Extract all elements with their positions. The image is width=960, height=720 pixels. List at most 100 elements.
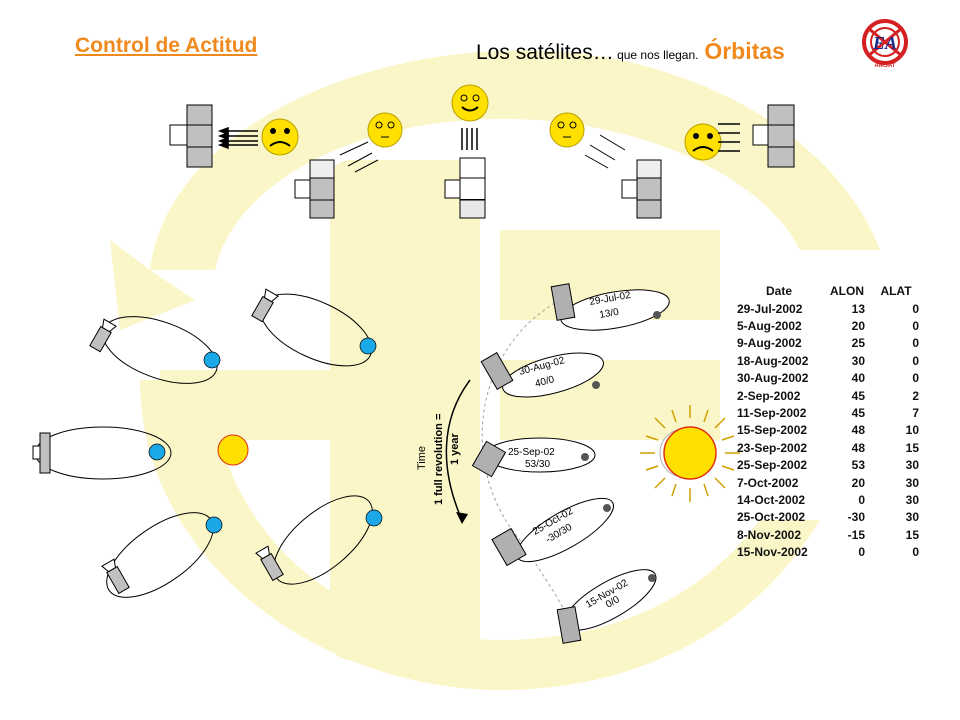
sun-icon [640, 405, 740, 502]
cell-alon: 53 [851, 458, 865, 473]
orbit-label-2-angles: 40/0 [534, 374, 556, 390]
spacecraft-3 [471, 437, 596, 478]
cell-alat: 0 [912, 301, 919, 316]
cell-date: 5-Aug-2002 [737, 319, 802, 334]
cell-date: 29-Jul-2002 [737, 301, 803, 316]
orbits-left-diagram [32, 288, 383, 598]
sad-face-left [261, 118, 299, 156]
cell-alon: -30 [847, 510, 865, 525]
spacecraft-1 [550, 283, 670, 331]
table-header-row: Date ALON ALAT [733, 282, 923, 300]
cell-alon: 25 [851, 336, 865, 351]
cell-date: 7-Oct-2002 [737, 475, 799, 490]
sun-rays-left-far [217, 126, 258, 150]
cell-alat: 0 [912, 336, 919, 351]
col-header-alat: ALAT [880, 284, 912, 298]
sun-rays-left-mid [339, 141, 379, 173]
cell-date: 11-Sep-2002 [737, 406, 807, 421]
cell-date: 15-Sep-2002 [737, 423, 808, 438]
table-row: 9-Aug-2002 25 0 [733, 335, 923, 352]
cell-alat: 0 [912, 371, 919, 386]
orbit-label-3-date: 25-Sep-02 [508, 447, 555, 458]
spacecraft-4 [491, 497, 614, 567]
cell-date: 2-Sep-2002 [737, 388, 801, 403]
table-row: 29-Jul-2002 13 0 [733, 300, 923, 317]
cell-alat: 7 [912, 406, 919, 421]
satellite-left-far [169, 104, 213, 168]
attitude-table: Date ALON ALAT 29-Jul-2002 13 0 5-Aug-2002 2… [733, 282, 923, 561]
amsat-logo: EA AMSAT [860, 18, 910, 70]
sad-face-right [684, 123, 722, 161]
neutral-face-right [549, 112, 585, 148]
cell-alat: 0 [912, 319, 919, 334]
spacecraft-5 [556, 569, 657, 644]
spacecraft-2 [480, 351, 604, 398]
cell-alon: 20 [851, 475, 865, 490]
central-sun [217, 434, 249, 466]
cell-alat: 15 [905, 527, 919, 542]
cell-date: 30-Aug-2002 [737, 371, 809, 386]
orbit-label-1-angles: 13/0 [599, 307, 621, 321]
cell-date: 25-Sep-2002 [737, 458, 808, 473]
table-row: 11-Sep-2002 45 7 [733, 404, 923, 421]
cell-date: 25-Oct-2002 [737, 510, 806, 525]
table-row: 2-Sep-2002 45 2 [733, 387, 923, 404]
cell-alat: 0 [912, 545, 919, 560]
subtitle-main: Los satélites… [476, 41, 614, 64]
satellite-center [444, 157, 486, 219]
sun-rays-right-far [718, 123, 740, 152]
time-label: Time [416, 446, 428, 470]
cell-date: 8-Nov-2002 [737, 527, 802, 542]
cell-alon: 0 [858, 545, 865, 560]
cell-alon: 45 [851, 388, 865, 403]
subtitle-small: que nos llegan. [613, 48, 699, 62]
satellite-right-far [752, 104, 795, 168]
satellite-left-mid [294, 159, 335, 219]
cell-alon: 45 [851, 406, 865, 421]
table-row: 25-Sep-2002 53 30 [733, 457, 923, 474]
table-row: 23-Sep-2002 48 15 [733, 439, 923, 456]
col-header-date: Date [765, 284, 792, 298]
table-row: 15-Nov-2002 0 0 [733, 543, 923, 560]
sun-rays-center [461, 128, 478, 150]
cell-alat: 10 [905, 423, 919, 438]
cell-alon: 30 [851, 353, 865, 368]
cell-alat: 30 [905, 475, 919, 490]
logo-label: AMSAT [875, 63, 896, 69]
cell-alon: 20 [851, 319, 865, 334]
time-orbits-diagram: 29-Jul-02 13/0 30-Aug-02 40/0 25-Sep-02 … [416, 283, 670, 644]
cell-date: 15-Nov-2002 [737, 545, 808, 560]
table-row: 15-Sep-2002 48 10 [733, 422, 923, 439]
table-row: 25-Oct-2002 -30 30 [733, 509, 923, 526]
cell-date: 23-Sep-2002 [737, 440, 808, 455]
table-row: 5-Aug-2002 20 0 [733, 317, 923, 334]
cell-alon: -15 [847, 527, 865, 542]
cell-alon: 13 [851, 301, 865, 316]
table-row: 7-Oct-2002 20 30 [733, 474, 923, 491]
cell-alat: 30 [905, 510, 919, 525]
cell-alon: 48 [851, 440, 865, 455]
cell-alat: 30 [905, 458, 919, 473]
subtitle-accent: Órbitas [704, 38, 785, 64]
page-title-link[interactable]: Control de Actitud [75, 34, 258, 57]
year-label: 1 year [449, 432, 461, 465]
sun-rays-right-mid [584, 134, 626, 169]
neutral-face-left [367, 112, 403, 148]
cell-date: 9-Aug-2002 [737, 336, 802, 351]
background-watermark [110, 50, 880, 690]
cell-alat: 15 [905, 440, 919, 455]
orbit-label-3-angles: 53/30 [525, 459, 550, 470]
cell-alon: 40 [851, 371, 865, 386]
satellite-right-mid [621, 159, 662, 219]
cell-date: 14-Oct-2002 [737, 492, 806, 507]
cell-alon: 48 [851, 423, 865, 438]
cell-alat: 2 [912, 388, 919, 403]
cell-alat: 30 [905, 492, 919, 507]
happy-face-center [451, 84, 489, 122]
subtitle: Los satélites… que nos llegan. Órbitas [476, 38, 785, 65]
cell-date: 18-Aug-2002 [737, 353, 809, 368]
